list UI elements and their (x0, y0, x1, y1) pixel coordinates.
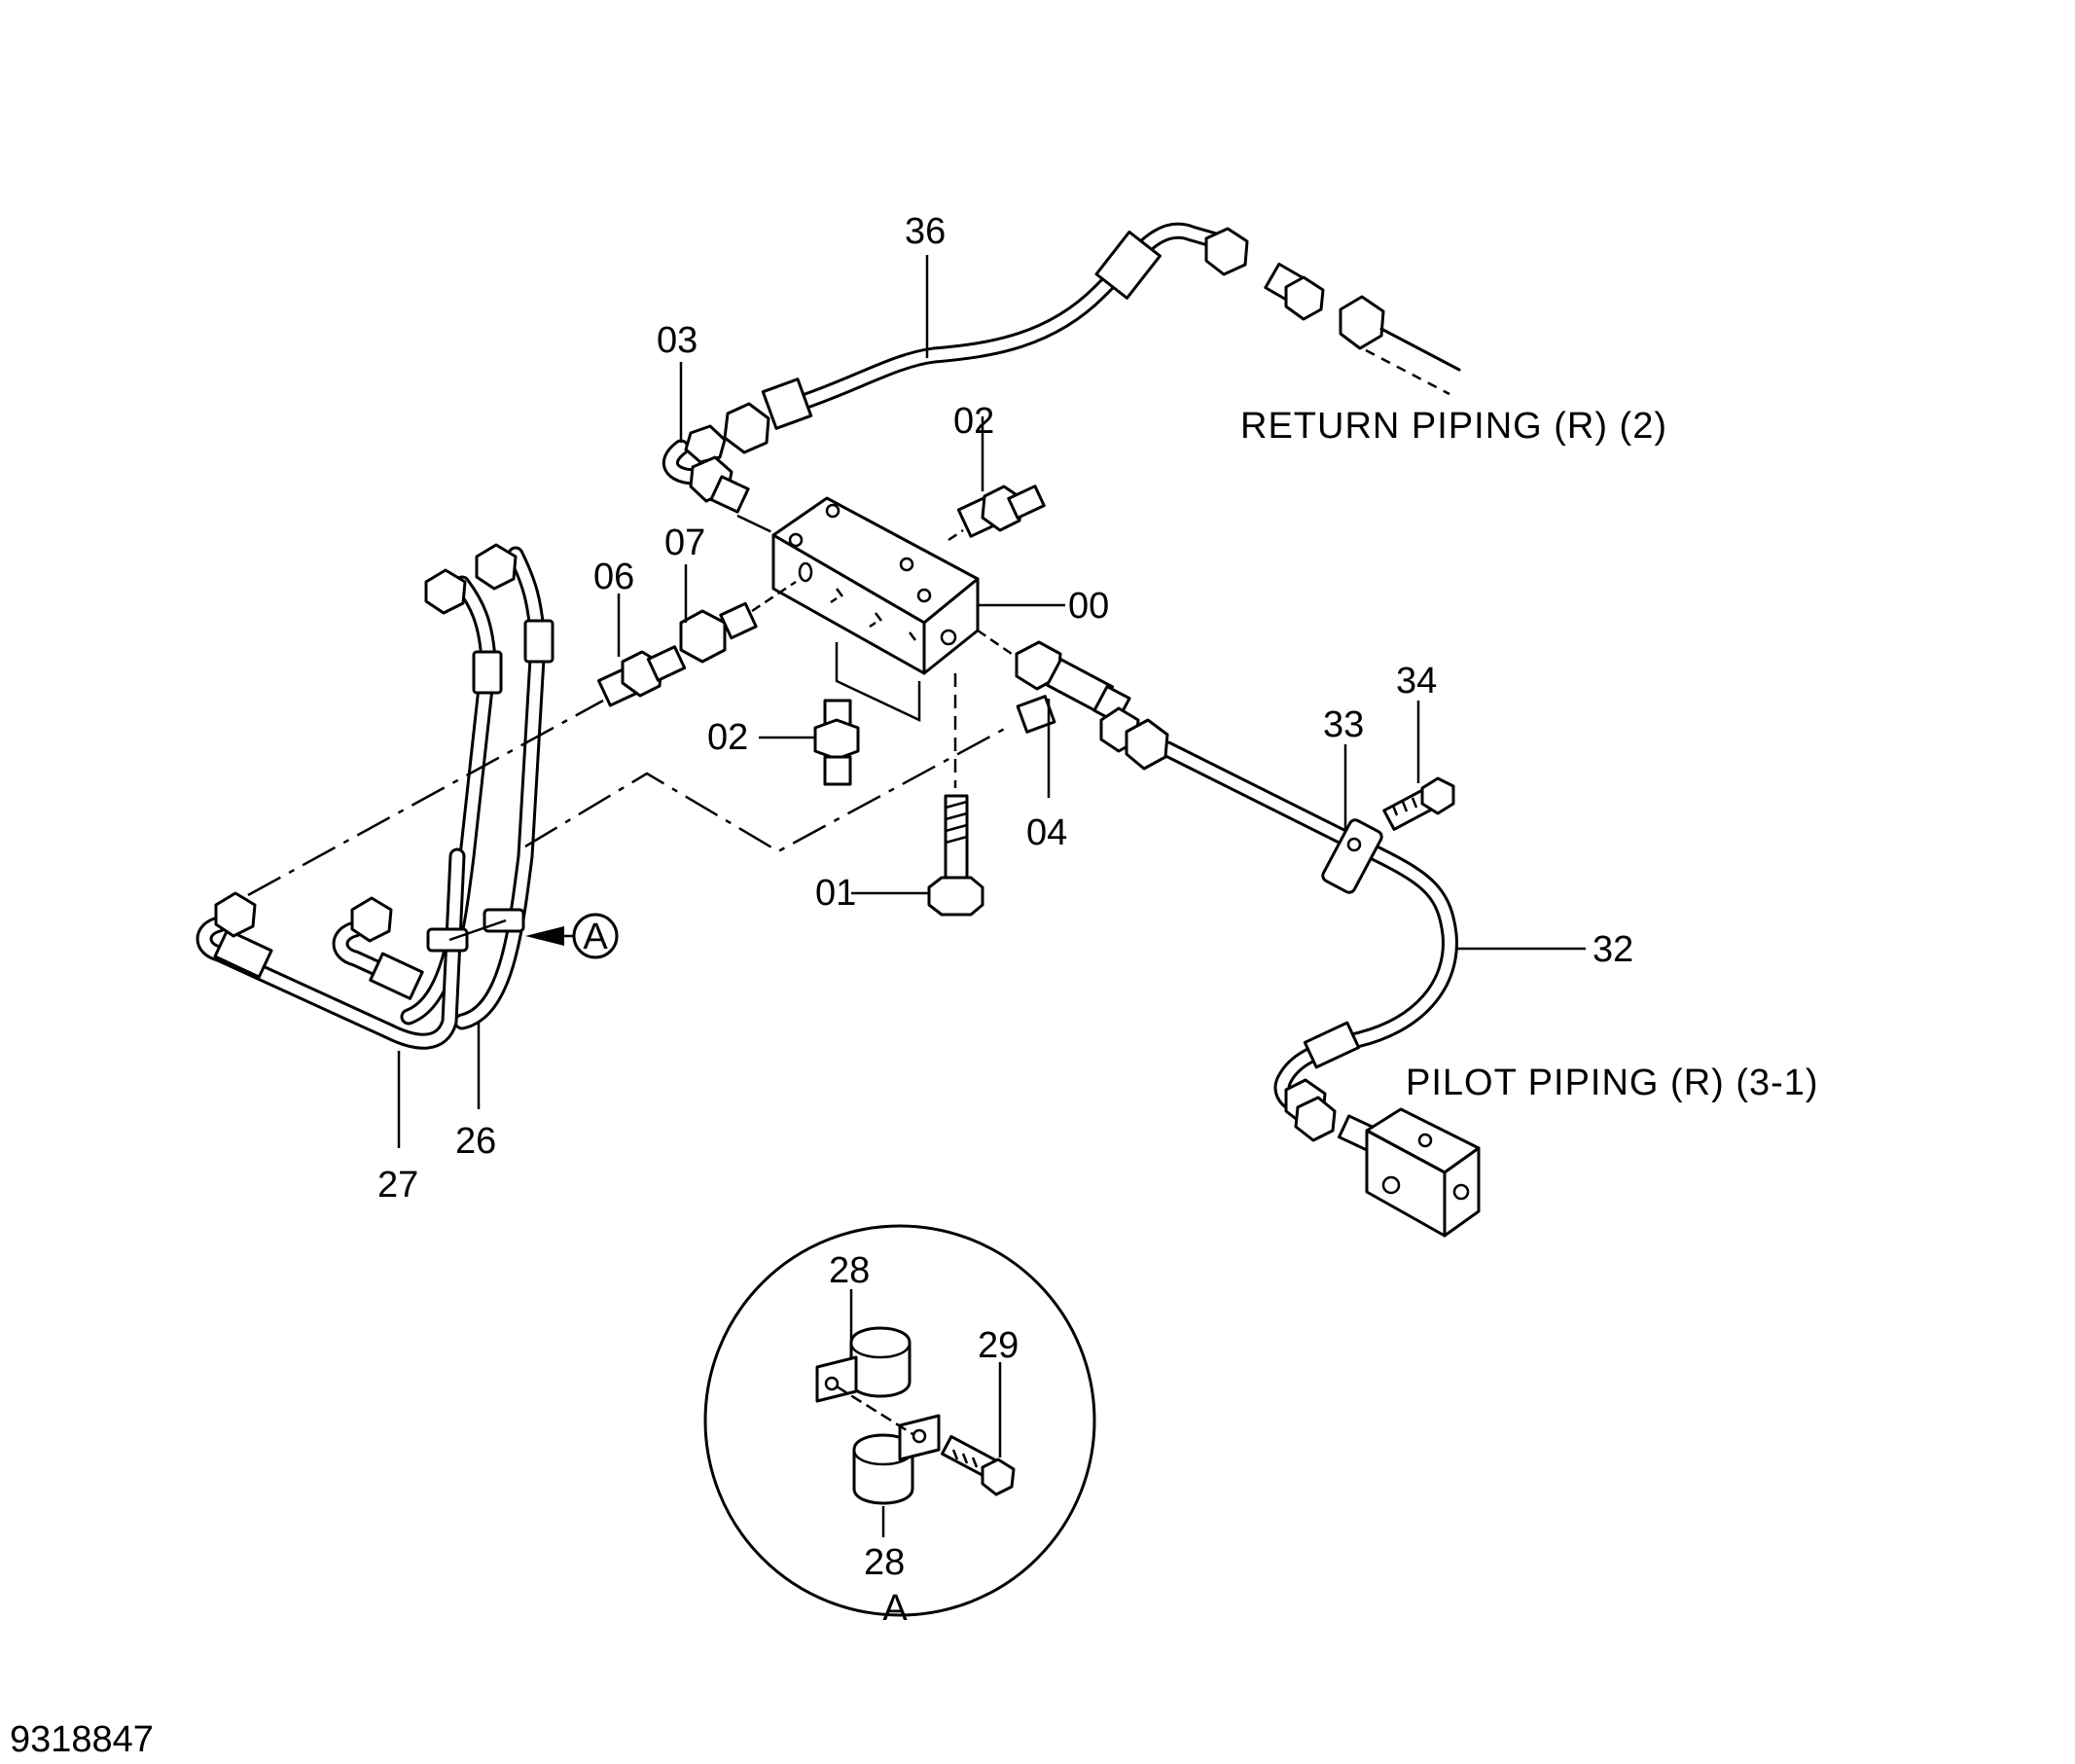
bolt-01 (851, 673, 984, 917)
fitting-02-bottom (759, 699, 860, 786)
drawing-number: 9318847 (10, 1719, 154, 1760)
note-pilot-piping: PILOT PIPING (R) (3-1) (1406, 1062, 1819, 1103)
view-marker-label: A (583, 917, 608, 957)
callout-36: 36 (905, 211, 946, 252)
callout-32: 32 (1592, 929, 1633, 970)
callout-27: 27 (377, 1165, 418, 1206)
detail-view-a: A (703, 1224, 1096, 1629)
callout-01: 01 (815, 873, 856, 914)
callout-26: 26 (455, 1121, 496, 1162)
callout-29: 29 (978, 1325, 1019, 1366)
note-return-piping: RETURN PIPING (R) (2) (1240, 406, 1667, 447)
clamp-28-lower (852, 1414, 941, 1505)
pipe-36 (723, 222, 1249, 454)
callout-00: 00 (1068, 586, 1109, 627)
callout-04: 04 (1026, 812, 1067, 853)
phantom-lines (247, 514, 1013, 897)
callout-28-lower: 28 (864, 1542, 905, 1583)
bolt-34 (1382, 701, 1455, 831)
callout-06: 06 (593, 557, 634, 597)
callout-03: 03 (657, 320, 698, 361)
view-marker-a: A (525, 913, 619, 959)
pipe-26 (400, 543, 555, 1030)
callout-02-bottom: 02 (707, 717, 748, 758)
callout-28-upper: 28 (829, 1250, 870, 1291)
tee-04 (977, 629, 1131, 798)
clamp-28-upper (815, 1326, 912, 1403)
callout-02-top: 02 (953, 401, 994, 442)
bolt-29 (940, 1362, 1016, 1496)
pilot-block (1338, 1107, 1481, 1238)
pipe-32 (1099, 706, 1458, 1142)
elbow-03 (662, 424, 750, 514)
return-line-fittings (1264, 262, 1461, 396)
adapter-07 (679, 564, 797, 664)
callout-07: 07 (664, 522, 705, 563)
callout-34: 34 (1396, 661, 1437, 702)
fitting-06 (596, 594, 687, 707)
valve-block-00 (771, 496, 980, 722)
clip-33 (1321, 744, 1383, 894)
pipe-27 (196, 847, 466, 1050)
clamps-a (426, 908, 525, 953)
fitting-02-top (948, 416, 1046, 542)
callout-33: 33 (1323, 704, 1364, 745)
detail-view-label: A (882, 1588, 908, 1629)
